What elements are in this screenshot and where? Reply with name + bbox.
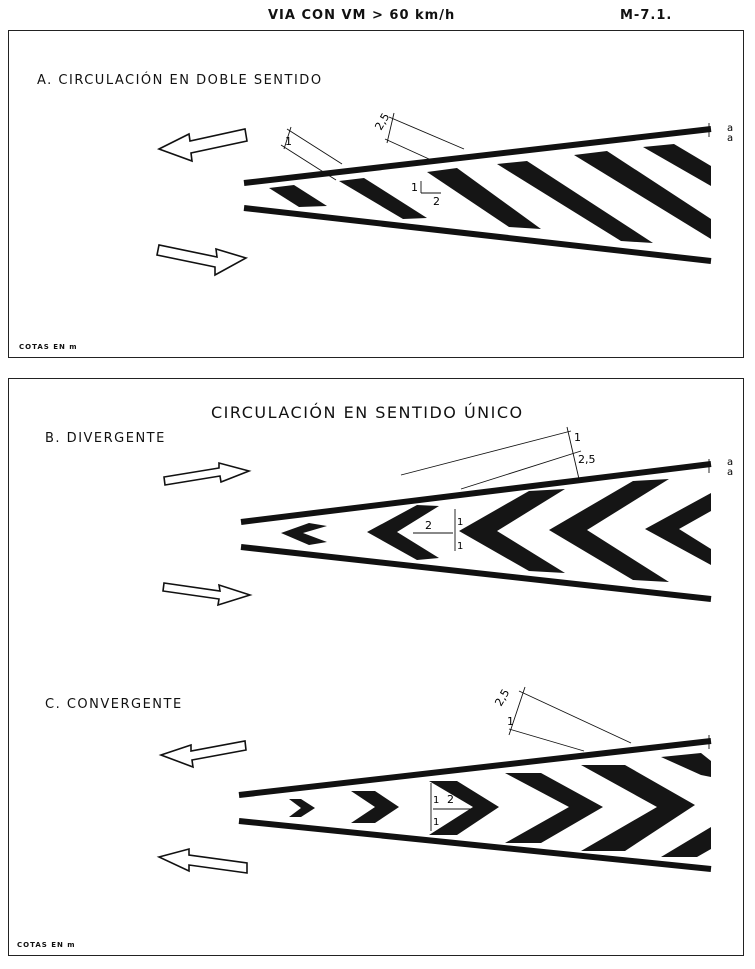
panel-a-units-note: COTAS EN m bbox=[19, 343, 78, 351]
hatched-stripes bbox=[269, 144, 711, 243]
chevron bbox=[645, 493, 711, 565]
c-upper-edge-line bbox=[238, 738, 712, 798]
chevron bbox=[505, 773, 603, 843]
c-dim-width-label: 1 bbox=[507, 715, 514, 728]
edge-a-upper: a bbox=[727, 123, 733, 134]
chevron bbox=[549, 479, 669, 582]
dim-rise-label: 1 bbox=[411, 181, 418, 194]
panel-c-label: C. CONVERGENTE bbox=[45, 697, 183, 712]
c-dimension-lines bbox=[430, 686, 710, 831]
c-dim-gap-label: 2,5 bbox=[492, 687, 512, 709]
sheet-title: VIA CON VM > 60 km/h bbox=[268, 8, 456, 23]
b-edge-a-lower: a bbox=[727, 467, 733, 478]
stripe bbox=[269, 185, 327, 207]
arrow-right-icon bbox=[163, 461, 252, 486]
b-dim-width-label: 1 bbox=[574, 431, 581, 444]
upper-edge-line bbox=[243, 126, 712, 186]
c-dim-h2-label: 1 bbox=[433, 817, 439, 828]
panel-a-label: A. CIRCULACIÓN EN DOBLE SENTIDO bbox=[37, 73, 323, 88]
stripe bbox=[643, 144, 711, 186]
c-dim-h1-label: 1 bbox=[433, 795, 439, 806]
arrow-left-icon bbox=[156, 847, 248, 874]
b-dim-h2-label: 1 bbox=[457, 541, 463, 552]
panel-bc-units-note: COTAS EN m bbox=[17, 941, 76, 949]
b-upper-edge-line bbox=[240, 461, 712, 525]
panel-bc-title: CIRCULACIÓN EN SENTIDO ÚNICO bbox=[211, 403, 524, 422]
b-dim-h1-label: 1 bbox=[457, 517, 463, 528]
arrow-right-icon bbox=[162, 582, 253, 607]
chevron bbox=[661, 827, 711, 857]
dim-gap-label: 2,5 bbox=[372, 111, 392, 133]
b-chevrons bbox=[281, 479, 711, 582]
b-dim-run-label: 2 bbox=[425, 519, 432, 532]
b-dim-gap-label: 2,5 bbox=[578, 453, 596, 466]
dim-width-label: 1 bbox=[285, 135, 292, 148]
c-dim-run-label: 2 bbox=[447, 793, 454, 806]
arrow-left-icon bbox=[158, 740, 247, 769]
panel-a-drawing: 1 2,5 1 2 a a bbox=[156, 111, 733, 277]
stripe bbox=[427, 168, 541, 229]
stripe bbox=[339, 178, 427, 219]
stripe bbox=[497, 161, 653, 243]
panel-single-direction: CIRCULACIÓN EN SENTIDO ÚNICO B. DIVERGEN… bbox=[8, 378, 744, 956]
edge-a-lower: a bbox=[727, 133, 733, 144]
chevron bbox=[367, 505, 439, 560]
panel-b-label: B. DIVERGENTE bbox=[45, 431, 166, 446]
chevron bbox=[581, 765, 695, 851]
chevron bbox=[661, 753, 711, 777]
panel-double-direction: A. CIRCULACIÓN EN DOBLE SENTIDO COTAS EN… bbox=[8, 30, 744, 358]
b-edge-a-upper: a bbox=[727, 457, 733, 468]
dim-run-label: 2 bbox=[433, 195, 440, 208]
chevron bbox=[289, 799, 315, 817]
arrow-right-icon bbox=[156, 244, 249, 277]
dimension-lines bbox=[280, 112, 710, 194]
chevron bbox=[459, 489, 565, 573]
chevron bbox=[281, 523, 327, 545]
lower-edge-line bbox=[243, 205, 712, 264]
b-dimension-lines bbox=[400, 426, 710, 551]
sheet-code: M-7.1. bbox=[620, 8, 673, 23]
c-lower-edge-line bbox=[238, 818, 712, 872]
chevron bbox=[351, 791, 399, 823]
chevron bbox=[429, 781, 499, 835]
c-chevrons bbox=[289, 753, 711, 857]
stripe bbox=[574, 151, 711, 239]
panel-bc-drawing: 1 2,5 2 1 1 a a bbox=[156, 426, 733, 874]
b-lower-edge-line bbox=[240, 544, 712, 602]
arrow-left-icon bbox=[156, 128, 248, 163]
